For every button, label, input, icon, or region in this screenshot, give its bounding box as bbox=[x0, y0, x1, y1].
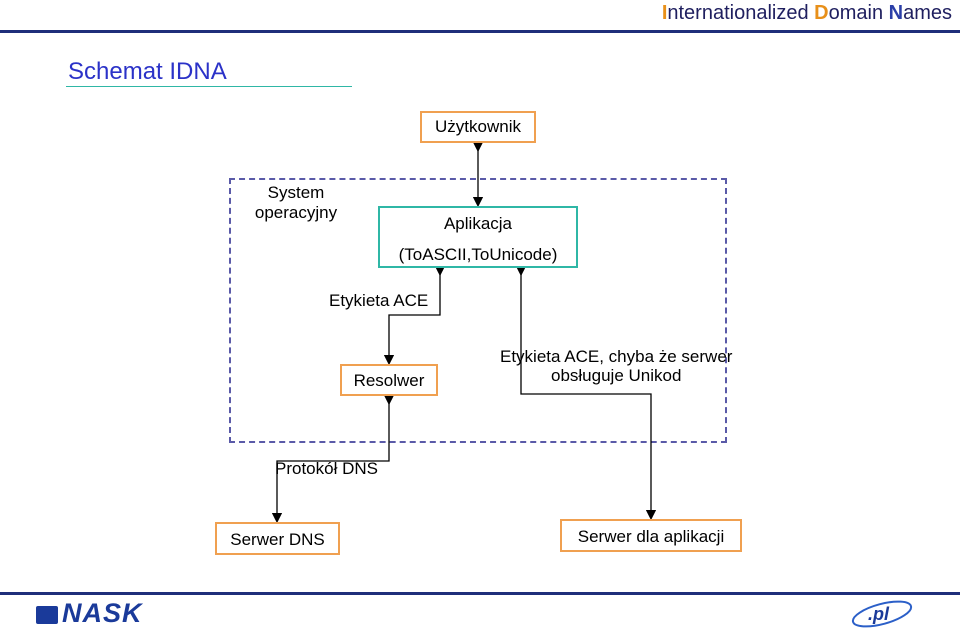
resolver-box: Resolwer bbox=[340, 364, 438, 396]
dns-protocol-label: Protokół DNS bbox=[275, 459, 378, 478]
user-box: Użytkownik bbox=[420, 111, 536, 143]
header-text-2: omain bbox=[828, 2, 889, 24]
dns-server-box: Serwer DNS bbox=[215, 522, 340, 555]
ace-unicode-line2: obsługuje Unikod bbox=[551, 366, 682, 385]
operating-system-label: System operacyjny bbox=[246, 183, 346, 223]
header-text-1: nternationalized bbox=[667, 2, 815, 24]
pl-logo-text: .pl bbox=[868, 604, 890, 624]
application-box: Aplikacja (ToASCII,ToUnicode) bbox=[378, 206, 578, 268]
os-label-line2: operacyjny bbox=[254, 203, 338, 222]
header-letter-n: N bbox=[888, 2, 904, 24]
app-to-resolver-connector bbox=[383, 265, 446, 366]
ace-unicode-label: Etykieta ACE, chyba że serwer obsługuje … bbox=[500, 347, 732, 385]
header-title: Internationalized Domain Names bbox=[662, 2, 952, 25]
header-divider bbox=[0, 30, 960, 33]
slide-title: Schemat IDNA bbox=[68, 58, 227, 85]
application-server-box: Serwer dla aplikacji bbox=[560, 519, 742, 552]
header-letter-d: D bbox=[814, 2, 829, 24]
title-underline bbox=[66, 86, 352, 87]
ace-unicode-line1: Etykieta ACE, chyba że serwer bbox=[500, 347, 733, 366]
header-letter-i: I bbox=[661, 2, 668, 24]
nask-logo-text: NASK bbox=[62, 598, 143, 628]
nask-logo-mark bbox=[36, 605, 58, 624]
application-functions-label: (ToASCII,ToUnicode) bbox=[398, 245, 558, 264]
pl-domain-logo: .pl bbox=[851, 600, 913, 628]
footer-divider bbox=[0, 592, 960, 595]
header-text-3: ames bbox=[903, 2, 952, 24]
app-to-appserver-connector bbox=[515, 265, 657, 521]
nask-logo: NASK bbox=[36, 598, 143, 629]
os-label-line1: System bbox=[267, 183, 325, 202]
dns-protocol-connector bbox=[271, 455, 390, 524]
application-label: Aplikacja bbox=[443, 214, 513, 233]
ace-label: Etykieta ACE bbox=[329, 291, 429, 310]
